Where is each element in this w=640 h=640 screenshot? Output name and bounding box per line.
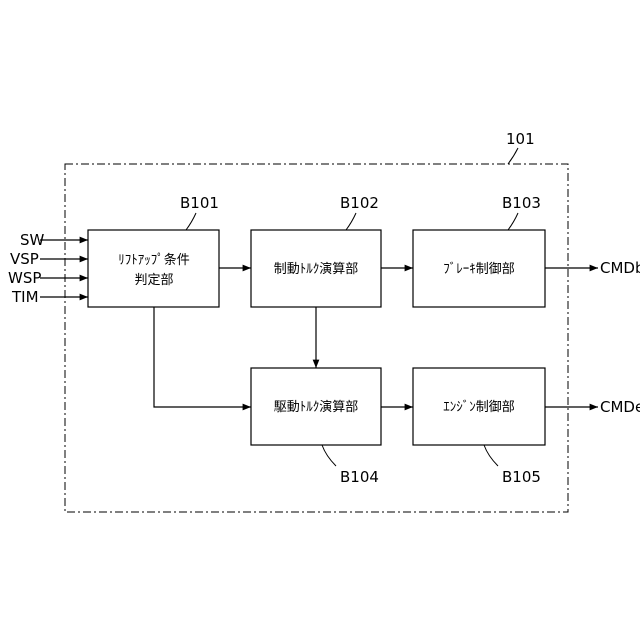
block-b104-leader [322,445,336,466]
block-b101-leader [186,213,196,230]
input-label-wsp: WSP [8,269,41,287]
input-label-tim: TIM [11,288,39,306]
block-b103-id: B103 [502,194,541,212]
block-b105-id: B105 [502,468,541,486]
block-b103-leader [508,213,518,230]
block-b104-id: B104 [340,468,379,486]
block-b103-line-1: ﾌﾞﾚｰｷ制御部 [443,262,515,277]
block-b101 [88,230,219,307]
block-b105-line-1: ｴﾝｼﾞﾝ制御部 [443,400,515,415]
block-b102-line-1: 制動ﾄﾙｸ演算部 [274,261,359,277]
arrow-b101-to-b104 [154,307,251,407]
input-label-vsp: VSP [10,250,39,268]
block-b104-line-1: 駆動ﾄﾙｸ演算部 [274,399,359,415]
unit-label-leader [508,148,518,164]
block-b102-leader [346,213,356,230]
block-b101-id: B101 [180,194,219,212]
output-label-cmde: CMDe [600,398,640,416]
block-b101-line-2: 判定部 [134,273,173,288]
block-b102-id: B102 [340,194,379,212]
block-b101-line-1: ﾘﾌﾄｱｯﾌﾟ条件 [118,252,190,268]
block-b105-leader [484,445,498,466]
output-label-cmdb: CMDb [600,259,640,277]
unit-label: 101 [506,130,535,148]
